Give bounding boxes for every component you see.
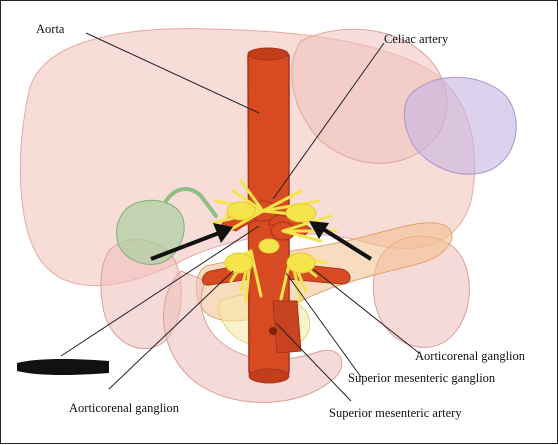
label-aorta: Aorta [36, 22, 65, 36]
label-superior-mesenteric-ganglion: Superior mesenteric ganglion [348, 371, 496, 385]
label-aorticorenal-ganglion-left: Aorticorenal ganglion [69, 401, 180, 415]
redaction-mark [17, 359, 109, 375]
bile-duct [164, 187, 218, 218]
label-aorticorenal-ganglion-right: Aorticorenal ganglion [415, 349, 526, 363]
label-celiac-artery: Celiac artery [384, 32, 449, 46]
aorta-bottom-end [248, 368, 290, 384]
arrow-right-pointing [150, 223, 233, 261]
gallbladder-shape [116, 199, 185, 265]
leader-lines [60, 32, 420, 402]
ganglion-masses [224, 201, 317, 274]
arrow-left-pointing [309, 221, 373, 261]
aorta-top-opening [247, 47, 289, 61]
label-superior-mesenteric-artery: Superior mesenteric artery [329, 406, 462, 420]
spleen-shape [403, 76, 517, 175]
sma-opening [269, 327, 277, 335]
duodenum-shape [163, 270, 343, 403]
sma-vessel [272, 300, 302, 354]
